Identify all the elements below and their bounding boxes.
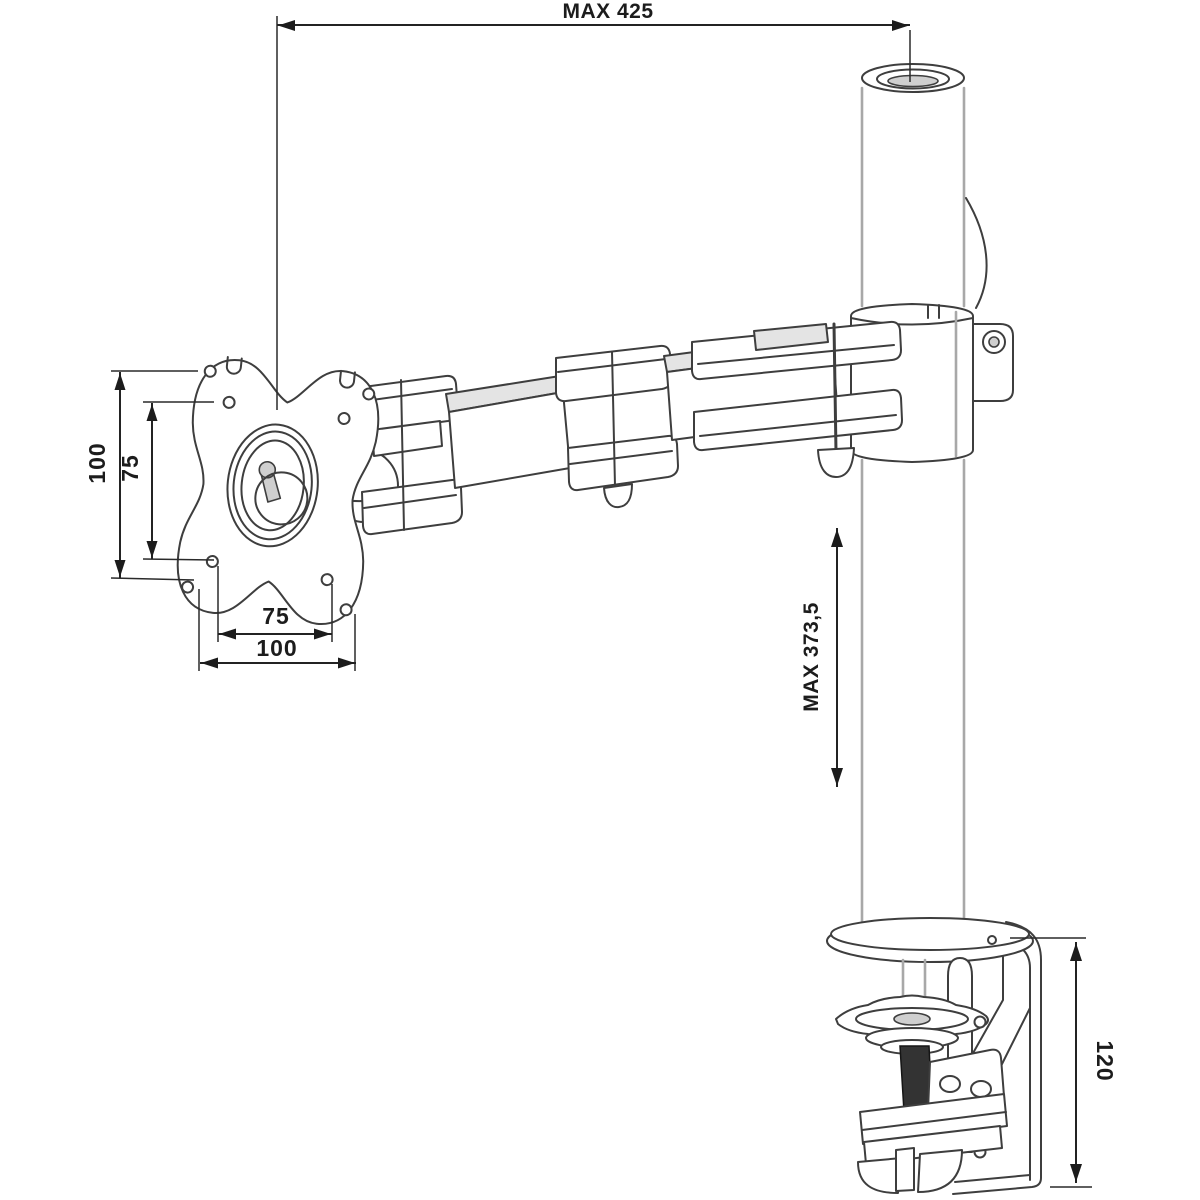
dim-label-75-horizontal: 75 — [262, 603, 290, 629]
vesa100-hole-tl — [203, 364, 217, 378]
fork-nub — [817, 447, 855, 478]
dim-label-100-vertical: 100 — [84, 442, 110, 483]
fork-top-inner-line — [697, 344, 895, 365]
fork-top-plate — [691, 320, 902, 381]
bracket-inner-edge — [1002, 939, 1031, 1181]
mid-plate-hole-left — [939, 1075, 961, 1093]
desk-clamp — [826, 917, 1042, 1195]
vesa100-hole-tr — [362, 387, 376, 401]
arrow-left — [201, 657, 218, 669]
arrow-down — [114, 560, 126, 577]
vesa75-hole-tl — [222, 395, 236, 409]
arrow-up — [146, 404, 158, 421]
arrow-down — [146, 541, 158, 558]
dim-label-75-vertical: 75 — [117, 454, 143, 482]
bracket-bottom-inner — [954, 1174, 1031, 1183]
fork-bottom-plate — [693, 388, 903, 452]
pole-cap-slot — [887, 74, 939, 88]
arrow-down — [1070, 1164, 1082, 1182]
bracket-screw-upper — [973, 1015, 987, 1029]
wrist-pivot-pin — [400, 379, 405, 531]
articulated-arm — [329, 320, 903, 536]
clamp-foot-pad-left — [857, 1157, 903, 1194]
fork-bottom-inner-line — [699, 414, 897, 437]
plate-notch-right — [339, 369, 356, 389]
ext-bottom — [142, 558, 215, 561]
clamp-lower-arm-edge — [861, 1111, 1007, 1131]
elbow-pivot-pin — [611, 351, 616, 487]
elbow-bottom-line — [569, 450, 673, 465]
dimension-arm-reach: MAX 425 — [276, 0, 911, 410]
bracket-gusset — [967, 954, 1004, 1063]
dim-label-max-425: MAX 425 — [562, 0, 653, 23]
dimension-vesa-inner-height: 75 — [117, 401, 215, 561]
arrow-up — [114, 373, 126, 390]
wrist-bottom-line — [363, 494, 457, 509]
dimension-clamp-height: 120 — [1010, 937, 1118, 1188]
plate-ring-mid — [232, 430, 313, 541]
arrow-left — [278, 20, 295, 31]
fork-top-block — [753, 323, 829, 351]
vesa100-hole-bl — [181, 580, 195, 594]
vesa100-hole-br — [339, 603, 353, 617]
fork-pivot-pin — [832, 322, 838, 454]
plate-notch-left — [225, 356, 243, 375]
arrow-left — [219, 628, 236, 640]
knob-hub — [893, 1012, 931, 1026]
clamp-foot-center-block — [895, 1147, 915, 1192]
vesa75-hole-bl — [205, 555, 219, 569]
support-pole — [860, 63, 988, 926]
vesa75-hole-tr — [337, 412, 351, 426]
dim-label-120: 120 — [1092, 1040, 1118, 1081]
arrow-up — [831, 529, 843, 547]
collar-top-arc — [850, 317, 974, 326]
arrow-right — [338, 657, 355, 669]
elbow-nub — [603, 483, 633, 509]
vesa75-hole-br — [320, 573, 334, 587]
elbow-top-cap — [555, 344, 673, 403]
dim-label-max-373-5: MAX 373,5 — [800, 602, 823, 712]
dimension-pole-range: MAX 373,5 — [800, 528, 843, 787]
arrow-up — [1070, 943, 1082, 961]
dimension-vesa-outer-height: 100 — [84, 370, 198, 581]
dimension-vesa-inner-width: 75 — [217, 566, 333, 642]
cable-guide-curve — [965, 197, 988, 309]
clamp-lower-arm — [859, 1093, 1008, 1145]
arrow-down — [831, 768, 843, 786]
bracket-crease — [999, 1007, 1031, 1069]
plate-ring-inner — [240, 439, 305, 532]
clamp-flange-top-face — [830, 917, 1030, 951]
dimension-vesa-outer-width: 100 — [198, 589, 356, 671]
dim-label-100-horizontal: 100 — [256, 635, 297, 661]
mid-plate-hole-right — [970, 1080, 992, 1098]
flange-screw — [987, 935, 997, 945]
vesa-plate — [176, 356, 380, 625]
keyhole-circle — [254, 471, 309, 526]
ext-bottom — [110, 577, 195, 581]
collar-tab-hole-center — [988, 336, 1000, 348]
arrow-right — [892, 20, 909, 31]
arrow-right — [314, 628, 331, 640]
clamp-foot-pad-right — [917, 1149, 963, 1193]
